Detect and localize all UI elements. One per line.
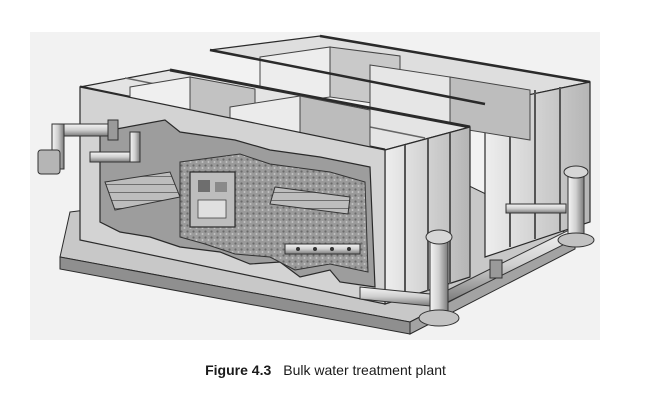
treatment-plant-drawing	[37, 34, 595, 335]
figure-title: Bulk water treatment plant	[283, 362, 446, 378]
figure-label: Figure 4.3	[205, 362, 272, 378]
figure-caption: Figure 4.3 Bulk water treatment plant	[0, 362, 651, 378]
outlet-pipework	[359, 165, 595, 327]
front-filter-tank	[79, 68, 471, 305]
figure-illustration	[30, 32, 600, 340]
inlet-pipework	[37, 119, 141, 175]
